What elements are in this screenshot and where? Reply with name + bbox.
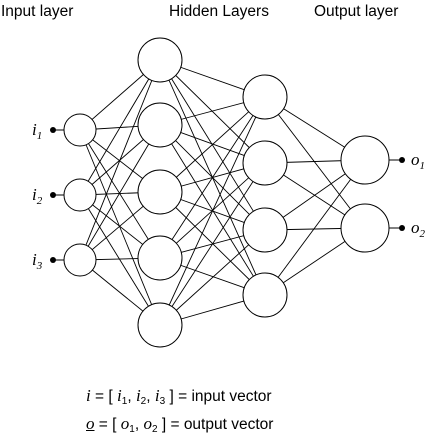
neuron-l3-2 <box>242 140 288 186</box>
output-vector-item-2: o <box>143 414 152 433</box>
input-vector-description: input vector <box>191 388 272 405</box>
neuron-l4-1 <box>340 135 390 185</box>
neuron-l2-5 <box>137 302 183 348</box>
edge-l1-1-5 <box>79 129 161 326</box>
input-label-2: i2 <box>32 185 43 207</box>
output-label-2: o2 <box>411 218 426 240</box>
edge-l2-1-2 <box>159 59 266 164</box>
neuron-l2-3 <box>137 169 183 215</box>
edge-l1-1-4 <box>79 129 161 259</box>
edge-l2-4-1 <box>159 96 266 259</box>
output-label-1: o1 <box>411 150 425 172</box>
output-dot-1 <box>399 157 405 163</box>
edge-l3-4-1 <box>264 159 366 296</box>
input-vector-symbol: i <box>86 386 91 405</box>
output-vector-legend: o = [ o1, o2 ] = output vector <box>86 414 274 435</box>
input-vector-item-3: i <box>154 386 160 405</box>
edge-l1-2-5 <box>79 194 161 326</box>
output-vector-sub-1: 1 <box>129 424 135 435</box>
input-vector-open: = [ <box>90 388 118 405</box>
neuron-l1-1 <box>63 113 97 147</box>
output-label-sub-2: 2 <box>420 228 426 240</box>
input-layer-header: Input layer <box>1 3 74 20</box>
output-vector-open: = [ <box>94 416 121 433</box>
output-layer-header: Output layer <box>314 3 399 20</box>
neuron-l2-2 <box>137 102 183 148</box>
neuron-l1-3 <box>63 243 97 277</box>
edge-l2-5-3 <box>159 229 266 326</box>
edge-l2-5-1 <box>159 96 266 326</box>
output-vector-item-1: o <box>120 414 130 433</box>
neuron-l2-1 <box>137 37 183 83</box>
output-vector-sub-2: 2 <box>151 424 158 435</box>
edge-l1-3-2 <box>79 124 161 261</box>
input-vector-item-2: i <box>135 386 141 405</box>
input-vector-close: ] = <box>165 388 192 405</box>
edge-l1-3-1 <box>79 59 161 261</box>
connection-edges <box>79 59 366 326</box>
edge-l2-5-2 <box>159 162 266 326</box>
neuron-l3-1 <box>242 74 288 120</box>
input-vector-sub-3: 3 <box>159 396 166 407</box>
neuron-l3-3 <box>242 207 288 253</box>
hidden-layers-header: Hidden Layers <box>169 3 269 20</box>
neuron-l1-2 <box>63 178 97 212</box>
neuron-l2-4 <box>137 235 183 281</box>
output-label-sub-1: 1 <box>420 160 426 172</box>
edge-l2-3-1 <box>159 96 266 193</box>
output-vector-description: output vector <box>183 416 274 433</box>
input-label-3: i3 <box>32 250 43 272</box>
input-vector-legend: i = [ i1, i2, i3 ] = input vector <box>86 386 272 407</box>
input-vector-sub-2: 2 <box>140 396 147 407</box>
output-vector-close: ] = <box>157 416 184 433</box>
neuron-l3-4 <box>242 272 288 318</box>
neuron-nodes <box>63 37 390 348</box>
input-label-sub-1: 1 <box>37 130 43 142</box>
output-dot-2 <box>399 225 405 231</box>
input-label-1: i1 <box>32 120 42 142</box>
input-vector-item-1: i <box>117 386 122 405</box>
input-label-sub-2: 2 <box>37 195 43 207</box>
input-label-sub-3: 3 <box>36 260 43 272</box>
output-vector-symbol: o <box>86 414 95 433</box>
input-vector-sub-1: 1 <box>121 396 128 407</box>
neuron-l4-2 <box>340 203 390 253</box>
edge-l1-2-1 <box>79 59 161 196</box>
edge-l3-1-2 <box>264 96 366 229</box>
network-graph: i1 i2 i3 o1 o2 <box>32 37 426 348</box>
